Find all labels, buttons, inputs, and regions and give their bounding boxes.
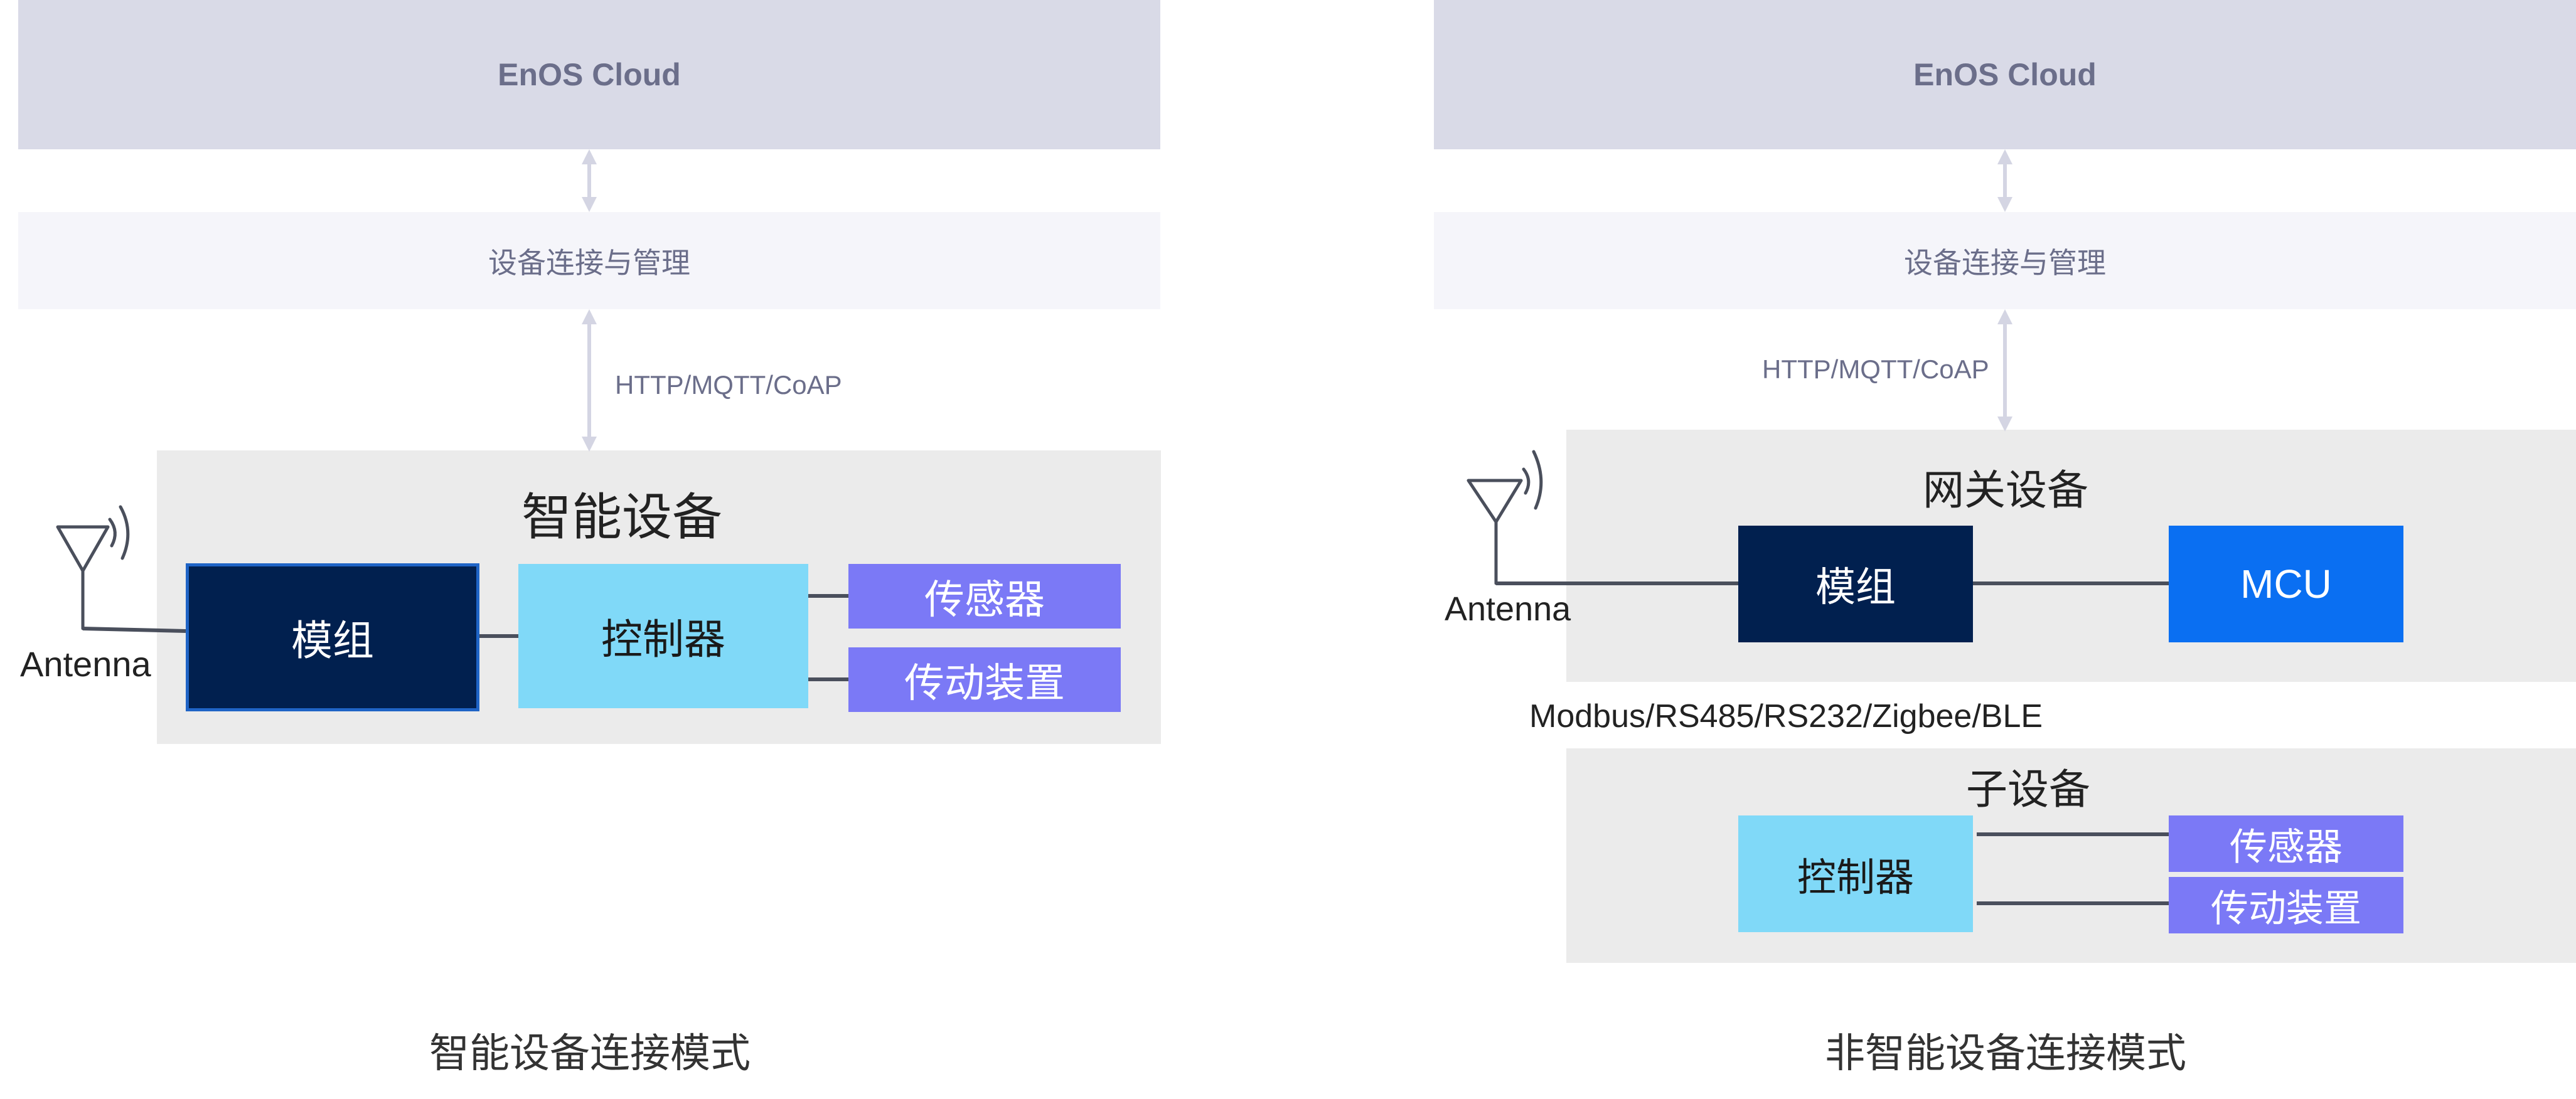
right-controller-label: 控制器	[1797, 856, 1914, 900]
right-actuator-label: 传动装置	[2211, 887, 2361, 930]
left-enos-cloud-box: EnOS Cloud	[18, 0, 1160, 149]
left-device-management-box: 设备连接与管理	[18, 212, 1160, 309]
left-actuator-label: 传动装置	[904, 660, 1065, 706]
right-sensor-label: 传感器	[2230, 826, 2343, 868]
right-protocol-label: HTTP/MQTT/CoAP	[1762, 354, 1989, 384]
left-device-management-label: 设备连接与管理	[488, 246, 690, 279]
right-controller-box: 控制器	[1738, 815, 1973, 932]
right-module-box: 模组	[1738, 526, 1973, 642]
left-controller-box: 控制器	[518, 564, 808, 708]
left-module-box: 模组	[186, 563, 479, 711]
right-subdevice-panel	[1566, 748, 2576, 963]
left-sensor-box: 传感器	[848, 564, 1121, 629]
right-enos-cloud-label: EnOS Cloud	[1913, 57, 2097, 92]
left-actuator-box: 传动装置	[848, 647, 1121, 712]
right-gateway-panel	[1566, 430, 2576, 682]
left-sensor-label: 传感器	[924, 576, 1045, 622]
right-mcu-box: MCU	[2169, 526, 2403, 642]
left-enos-cloud-label: EnOS Cloud	[498, 57, 681, 92]
left-antenna-icon	[56, 505, 130, 630]
right-gateway-title: 网关设备	[1923, 467, 2088, 513]
right-caption: 非智能设备连接模式	[1825, 1031, 2186, 1076]
left-antenna-label: Antenna	[20, 644, 151, 684]
left-controller-label: 控制器	[601, 616, 725, 662]
right-bus-protocols-label: Modbus/RS485/RS232/Zigbee/BLE	[1529, 698, 2043, 735]
right-antenna-label: Antenna	[1445, 590, 1571, 628]
right-enos-cloud-box: EnOS Cloud	[1434, 0, 2576, 149]
right-device-management-box: 设备连接与管理	[1434, 212, 2576, 309]
right-subdevice-title: 子设备	[1966, 766, 2090, 812]
right-actuator-box: 传动装置	[2169, 877, 2403, 933]
right-mcu-label: MCU	[2240, 561, 2332, 607]
left-caption: 智能设备连接模式	[429, 1031, 751, 1076]
left-protocol-label: HTTP/MQTT/CoAP	[615, 370, 842, 400]
right-antenna-icon	[1467, 450, 1543, 585]
right-device-management-label: 设备连接与管理	[1904, 246, 2106, 279]
right-module-label: 模组	[1815, 565, 1896, 610]
right-sensor-box: 传感器	[2169, 815, 2403, 872]
left-module-label: 模组	[291, 617, 374, 664]
left-smart-device-title: 智能设备	[521, 489, 722, 545]
